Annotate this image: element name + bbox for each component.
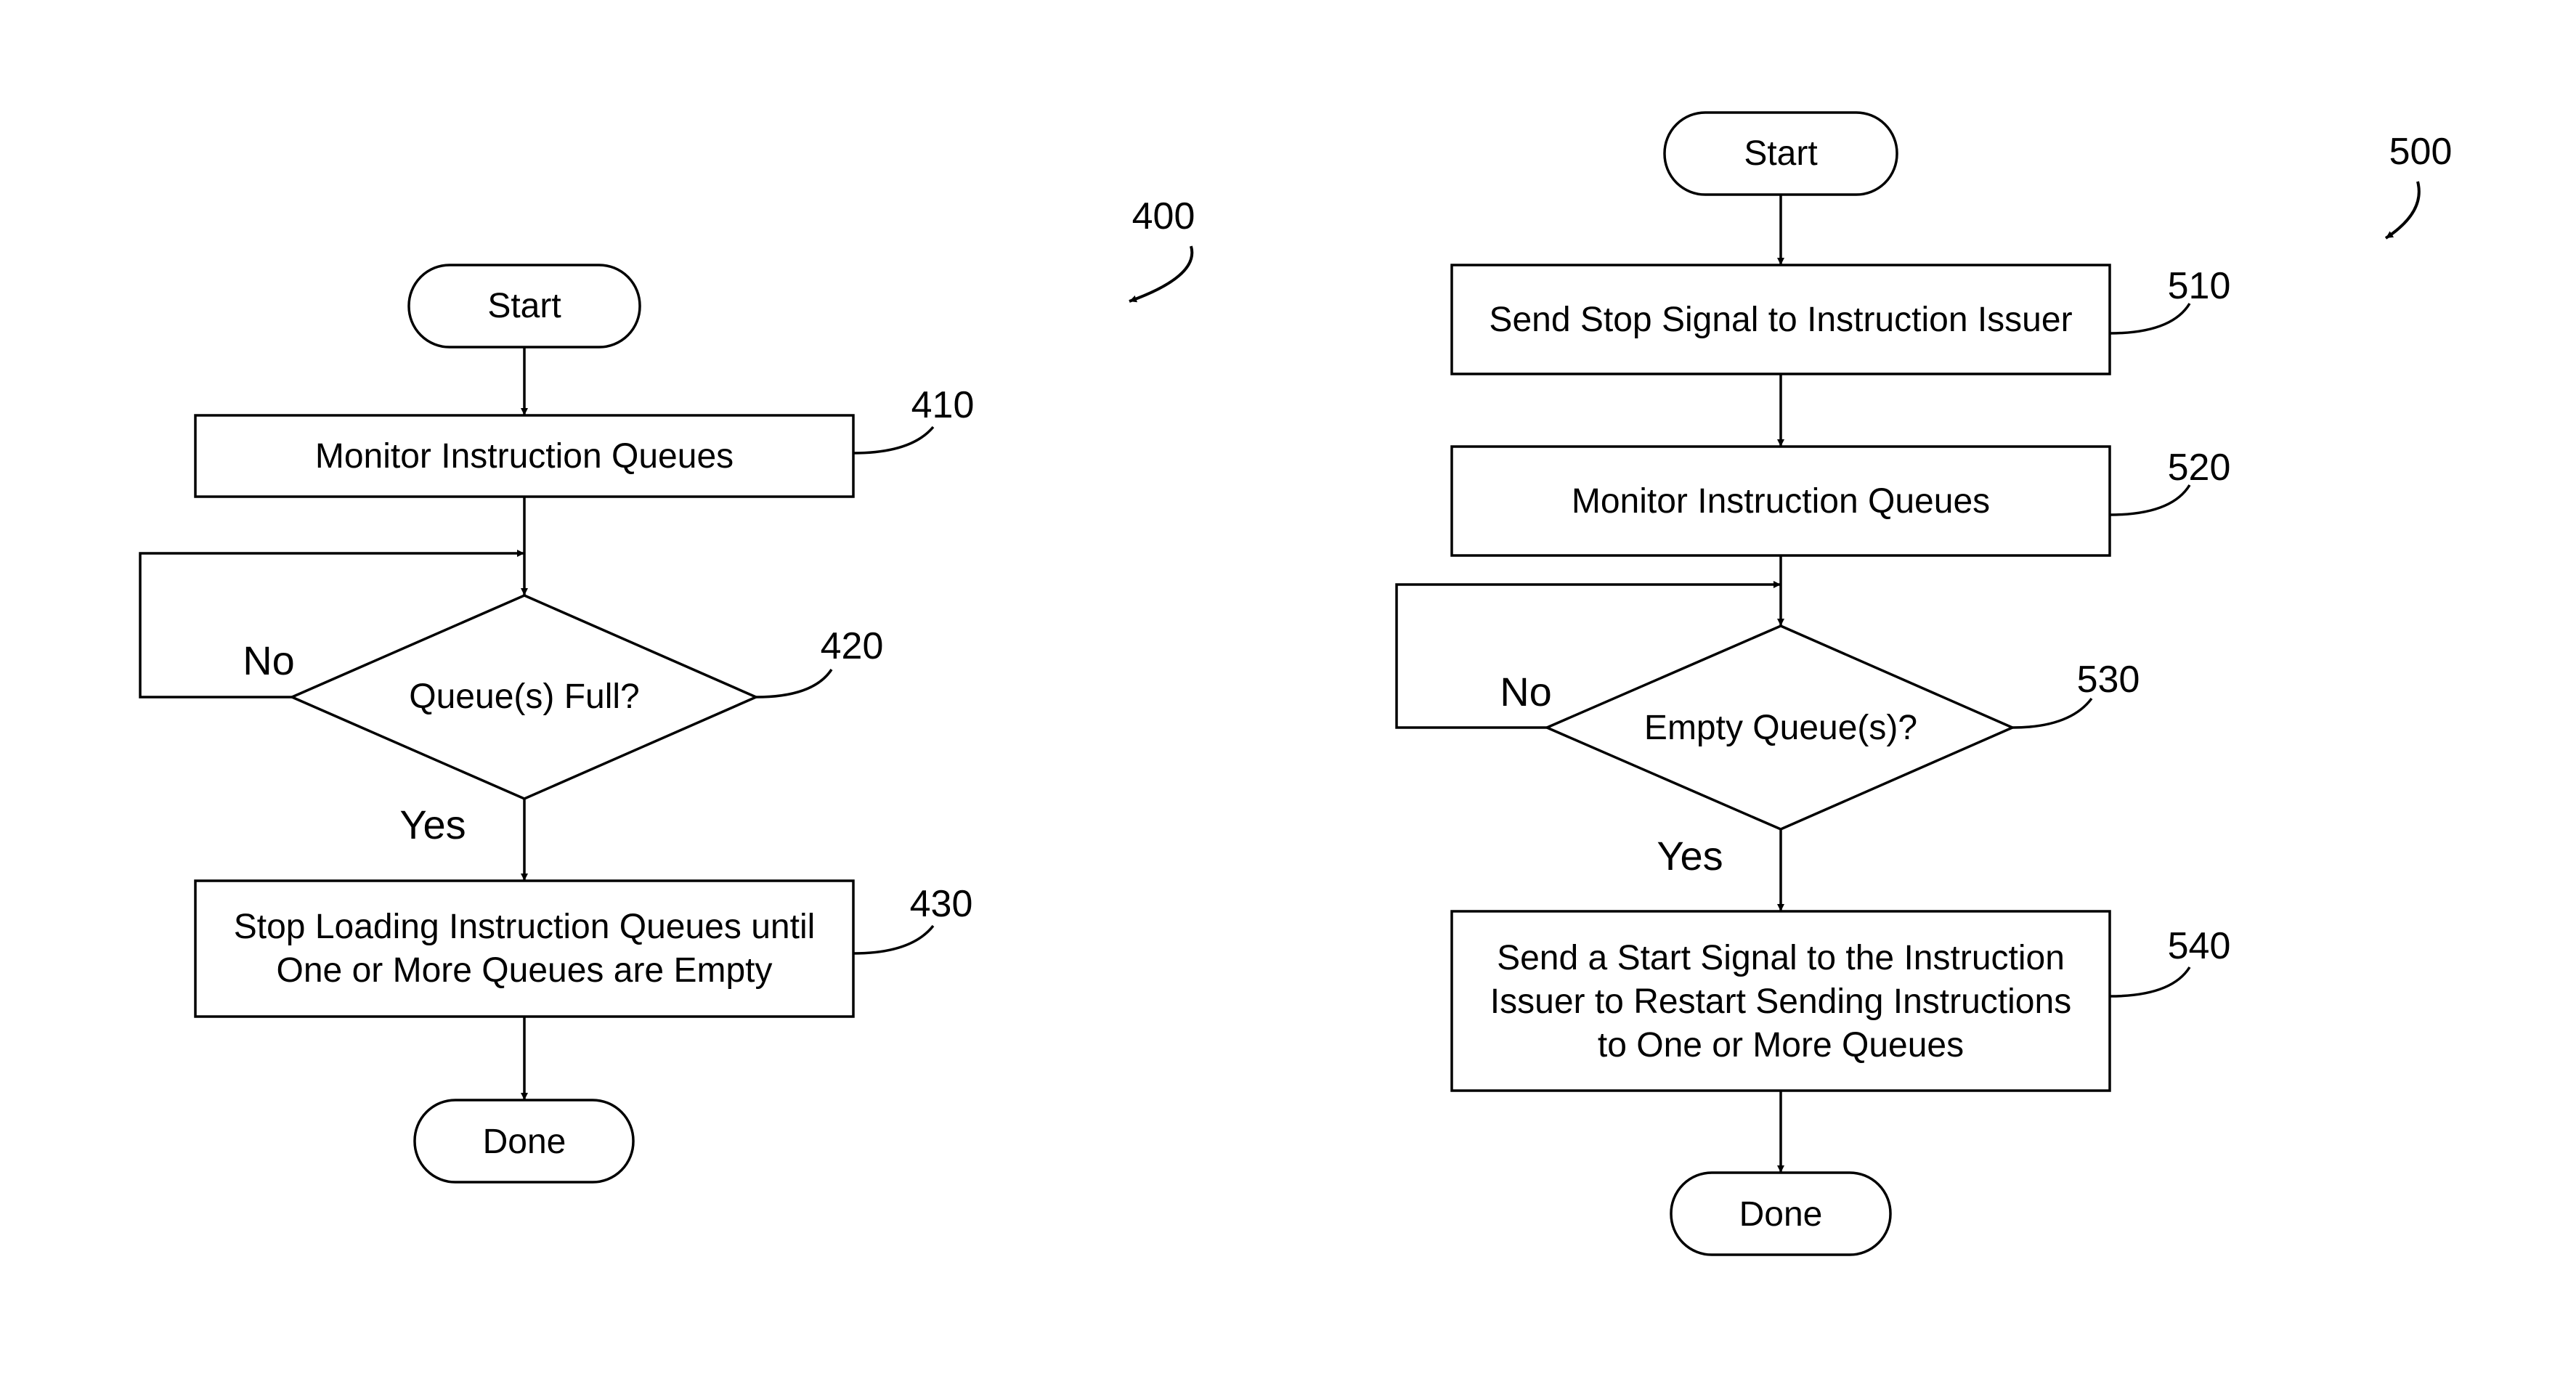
start-label: Start bbox=[1744, 134, 1817, 173]
step-430-ref: 430 bbox=[910, 883, 973, 925]
step-520-leader-line bbox=[2110, 485, 2190, 515]
step-430-label-line2: One or More Queues are Empty bbox=[277, 951, 773, 990]
figure-400-ref: 400 bbox=[1132, 195, 1195, 237]
step-540-leader-line bbox=[2110, 967, 2190, 996]
decision-530-label: Empty Queue(s)? bbox=[1644, 709, 1917, 747]
step-430-box bbox=[195, 881, 853, 1017]
step-540-label-line1: Send a Start Signal to the Instruction bbox=[1497, 939, 2065, 977]
step-410-ref: 410 bbox=[911, 384, 975, 426]
decision-530-leader-line bbox=[2012, 699, 2092, 728]
figure-500-pointer-arrow bbox=[2386, 182, 2419, 238]
no-label: No bbox=[1500, 669, 1552, 715]
step-520-label: Monitor Instruction Queues bbox=[1572, 482, 1990, 521]
step-540-label-line3: to One or More Queues bbox=[1598, 1026, 1964, 1064]
start-label: Start bbox=[487, 287, 561, 325]
figure-500-ref: 500 bbox=[2389, 131, 2453, 173]
decision-420-label: Queue(s) Full? bbox=[409, 677, 639, 716]
figure-400-pointer-arrow bbox=[1129, 246, 1192, 301]
done-label: Done bbox=[1739, 1195, 1823, 1234]
step-430-leader-line bbox=[853, 926, 933, 953]
decision-530-ref: 530 bbox=[2077, 659, 2140, 701]
yes-label: Yes bbox=[399, 802, 466, 847]
done-label: Done bbox=[483, 1123, 566, 1161]
step-410-label: Monitor Instruction Queues bbox=[315, 437, 734, 476]
step-510-label: Send Stop Signal to Instruction Issuer bbox=[1489, 301, 2072, 339]
step-430-label-line1: Stop Loading Instruction Queues until bbox=[234, 908, 816, 946]
no-label: No bbox=[243, 638, 295, 683]
step-410-leader-line bbox=[853, 427, 933, 453]
step-510-ref: 510 bbox=[2168, 265, 2231, 307]
flowchart-400: 400 Start Monitor Instruction Queues 410… bbox=[140, 195, 1195, 1182]
decision-420-leader-line bbox=[756, 669, 832, 697]
yes-label: Yes bbox=[1657, 833, 1723, 879]
step-540-label-line2: Issuer to Restart Sending Instructions bbox=[1490, 982, 2071, 1021]
flowchart-500: 500 Start Send Stop Signal to Instructio… bbox=[1397, 113, 2452, 1255]
step-540-ref: 540 bbox=[2168, 925, 2231, 967]
step-510-leader-line bbox=[2110, 304, 2190, 333]
step-520-ref: 520 bbox=[2168, 447, 2231, 489]
decision-420-ref: 420 bbox=[821, 625, 884, 667]
